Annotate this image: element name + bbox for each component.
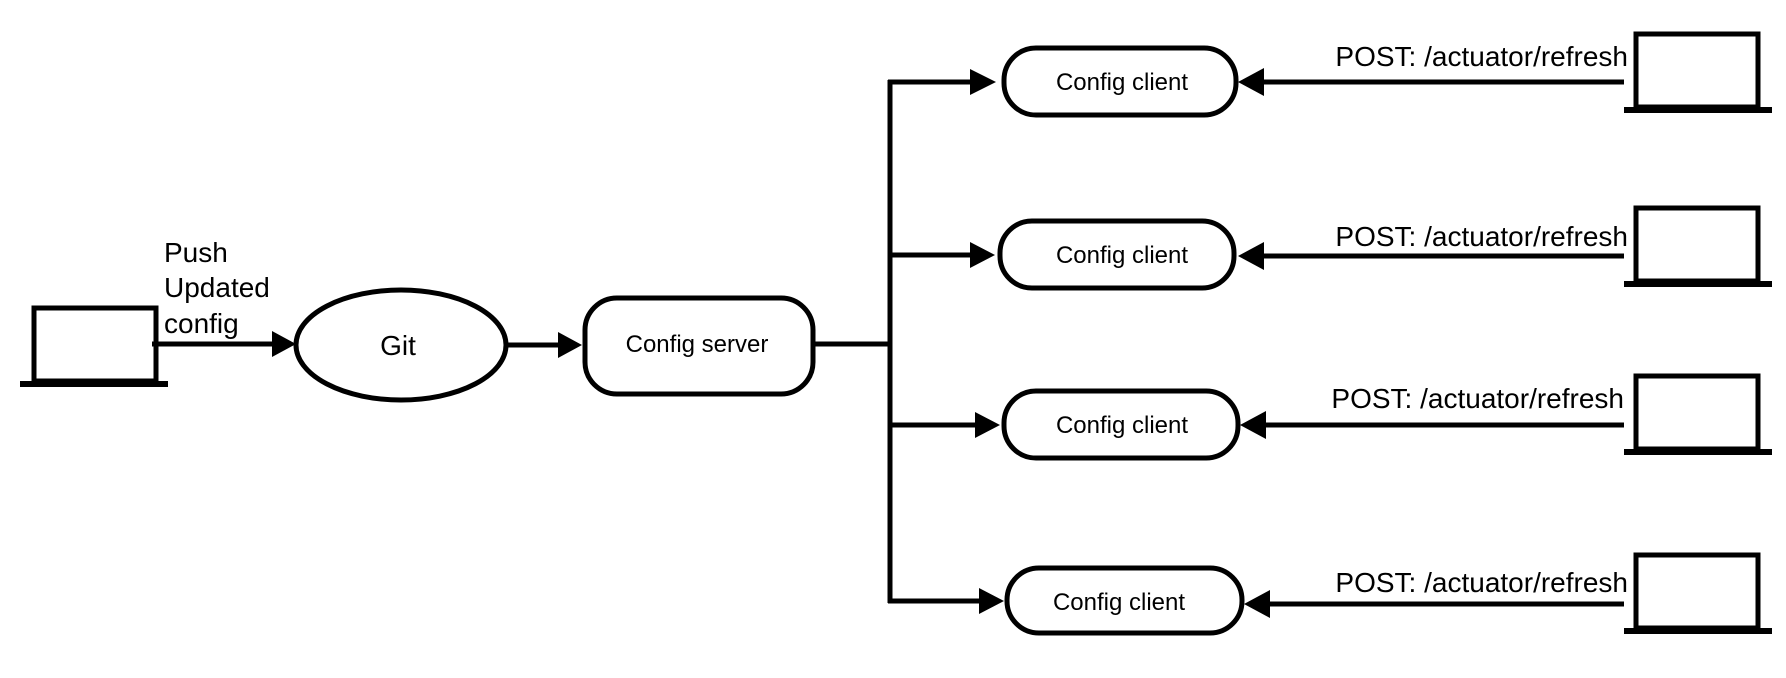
refresh-arrow-3 xyxy=(1240,411,1624,439)
push-label: Push Updated config xyxy=(164,237,278,339)
config-server-label: Config server xyxy=(626,331,769,358)
admin-laptop-icon xyxy=(1624,205,1772,287)
config-client-node: Config client xyxy=(1001,388,1241,461)
refresh-label: POST: /actuator/refresh xyxy=(1331,383,1624,414)
refresh-arrow-4 xyxy=(1244,590,1624,618)
config-client-node: Config client xyxy=(1004,565,1245,636)
admin-laptop-icon xyxy=(1624,31,1772,113)
config-client-label: Config client xyxy=(1056,412,1188,439)
git-label: Git xyxy=(380,330,416,361)
admin-laptop-icon xyxy=(1624,552,1772,634)
refresh-label: POST: /actuator/refresh xyxy=(1335,41,1628,72)
fanout-arrow-3 xyxy=(888,412,1000,438)
admin-laptop-icon xyxy=(1624,373,1772,455)
config-client-label: Config client xyxy=(1056,69,1188,96)
git-node: Git xyxy=(293,287,509,403)
refresh-label: POST: /actuator/refresh xyxy=(1335,567,1628,598)
config-client-node: Config client xyxy=(997,218,1237,291)
config-server-node: Config server xyxy=(582,295,816,397)
server-fanout-lines xyxy=(813,80,893,603)
git-to-server-arrow xyxy=(506,332,582,358)
config-client-label: Config client xyxy=(1053,589,1185,616)
refresh-arrow-1 xyxy=(1238,68,1624,96)
config-client-label: Config client xyxy=(1056,242,1188,269)
fanout-arrow-2 xyxy=(888,242,995,268)
developer-laptop-icon xyxy=(20,305,168,387)
fanout-arrow-4 xyxy=(888,588,1004,614)
fanout-arrow-1 xyxy=(888,69,996,95)
refresh-arrow-2 xyxy=(1238,242,1624,270)
refresh-label: POST: /actuator/refresh xyxy=(1335,221,1628,252)
config-client-node: Config client xyxy=(1001,45,1239,118)
push-arrow xyxy=(152,331,296,357)
